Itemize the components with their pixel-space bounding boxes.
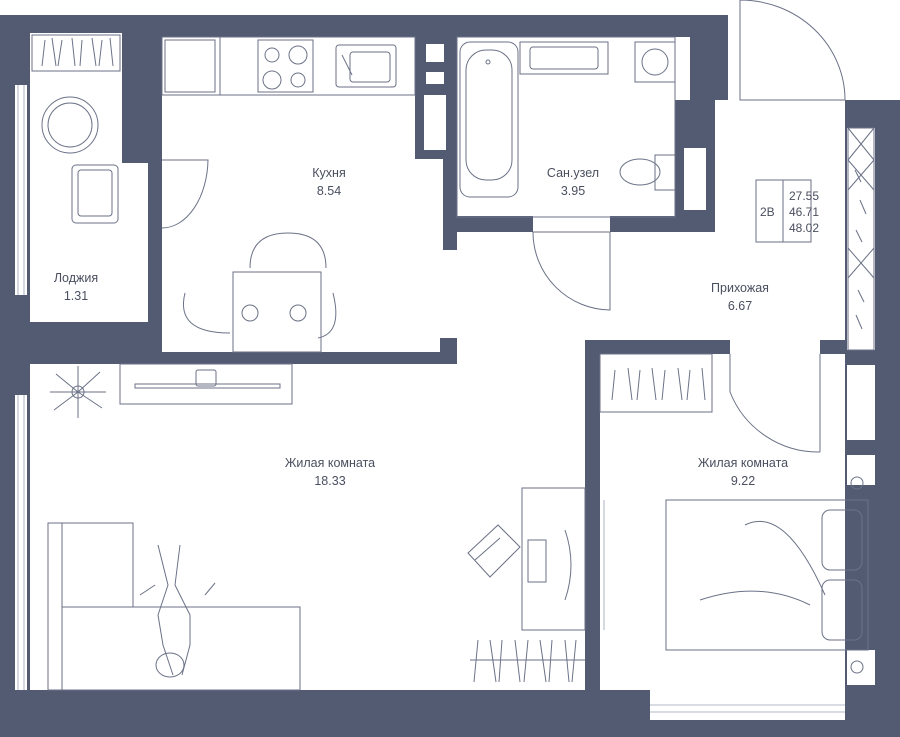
room-name-loggia: Лоджия	[54, 271, 98, 285]
room-area-living-room: 18.33	[314, 474, 345, 488]
bathtub-icon	[459, 41, 519, 198]
bathroom-furniture	[456, 36, 676, 311]
apartment-area-living: 27.55	[789, 189, 819, 203]
room-area-hallway: 6.67	[728, 299, 752, 313]
room-area-bathroom: 3.95	[561, 184, 585, 198]
stove-icon	[257, 39, 314, 93]
bed-icon	[665, 499, 869, 651]
washing-machine-icon	[634, 41, 676, 83]
toilet-icon	[619, 154, 676, 191]
living-room-furniture	[47, 363, 586, 691]
apartment-type: 2В	[760, 205, 775, 219]
office-chair-icon	[467, 524, 521, 578]
room-labels: Кухня 8.54 Сан.узел 3.95 Лоджия 1.31 При…	[54, 166, 788, 488]
room-name-living-room: Жилая комната	[285, 456, 375, 470]
walls	[0, 15, 900, 737]
room-name-kitchen: Кухня	[312, 166, 345, 180]
room-name-bedroom: Жилая комната	[698, 456, 788, 470]
loggia-furniture	[31, 34, 121, 224]
room-area-loggia: 1.31	[64, 289, 88, 303]
tv-icon	[119, 363, 293, 405]
hallway-furniture	[729, 0, 875, 453]
apartment-area-with-loggia: 48.02	[789, 221, 819, 235]
room-area-bedroom: 9.22	[731, 474, 755, 488]
kitchen-furniture	[161, 36, 416, 353]
sink-icon	[335, 44, 397, 88]
apartment-area-total: 46.71	[789, 205, 819, 219]
apartment-area-box: 2В 27.55 46.71 48.02	[755, 179, 819, 243]
desk-icon	[521, 487, 586, 631]
sofa-icon	[47, 522, 301, 691]
room-name-bathroom: Сан.узел	[547, 166, 599, 180]
bedroom-furniture	[599, 353, 869, 674]
room-area-kitchen: 8.54	[317, 184, 341, 198]
room-name-hallway: Прихожая	[711, 281, 769, 295]
dining-table-icon	[183, 232, 337, 353]
plant-icon	[50, 366, 106, 418]
